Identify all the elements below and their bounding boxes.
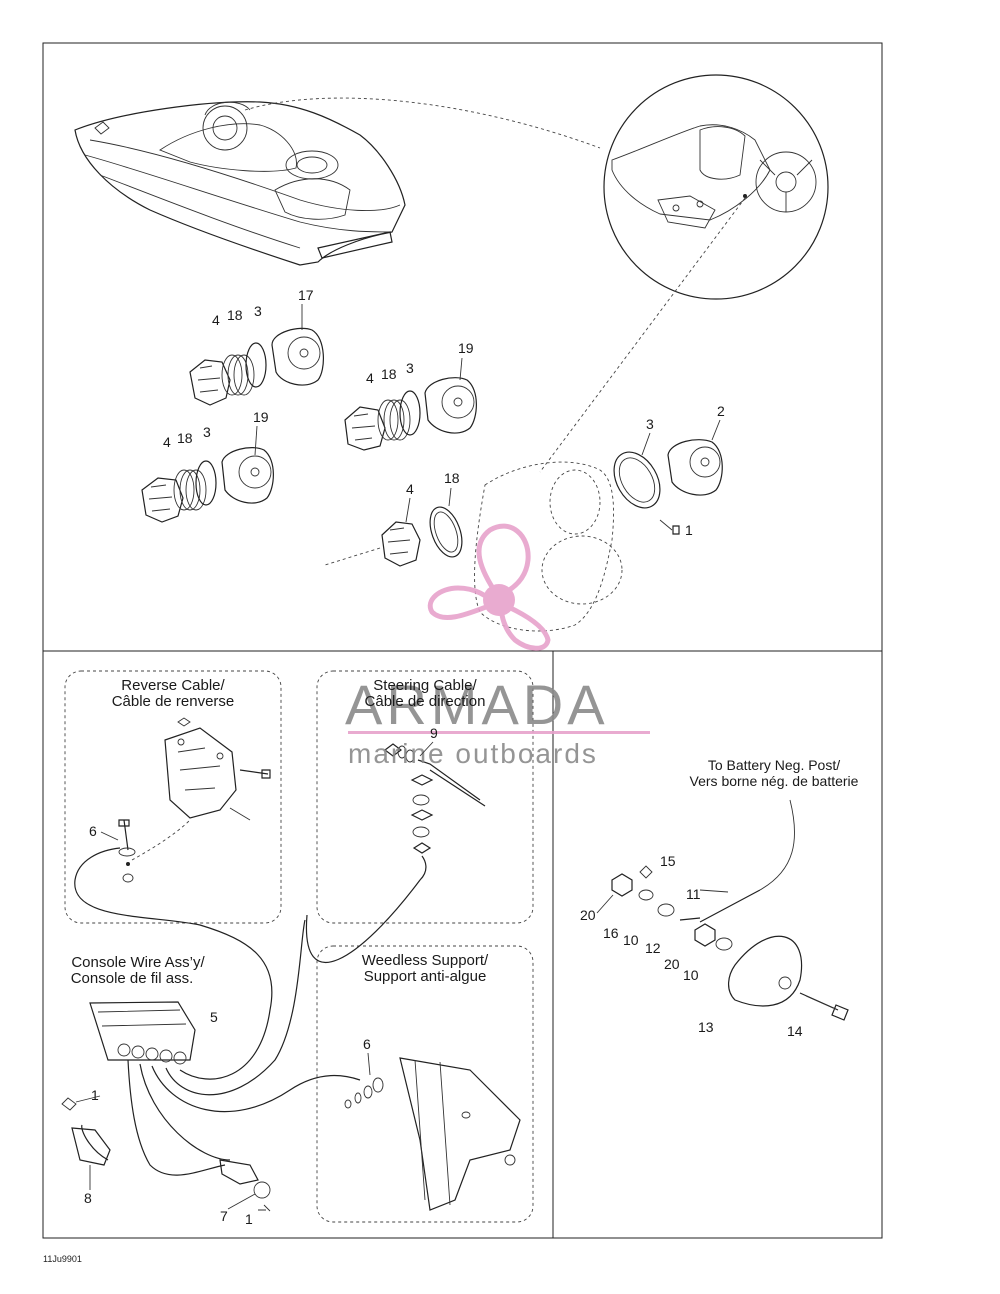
- callout-6: 6: [363, 1036, 371, 1052]
- weedless-support-title-en: Weedless Support/: [362, 952, 489, 969]
- callout-16: 16: [603, 925, 619, 941]
- battery-cable-assembly: [611, 799, 849, 1021]
- weedless-support-title-fr: Support anti-algue: [364, 968, 487, 985]
- callout-1: 1: [245, 1211, 253, 1227]
- callout-20: 20: [580, 907, 596, 923]
- console-wire-title-en: Console Wire Ass’y/: [71, 954, 205, 971]
- console-wire-title-fr: Console de fil ass.: [71, 970, 194, 987]
- callout-1: 1: [91, 1087, 99, 1103]
- callout-4: 4: [163, 434, 171, 450]
- weedless-support-box: [316, 945, 534, 1223]
- callout-4: 4: [212, 312, 220, 328]
- callout-7: 7: [220, 1208, 228, 1224]
- console-detail-circle: [603, 74, 829, 300]
- callout-19: 19: [253, 409, 269, 425]
- reverse-cable-title-en: Reverse Cable/: [121, 677, 225, 694]
- callout-3: 3: [646, 416, 654, 432]
- callout-19: 19: [458, 340, 474, 356]
- callout-9: 9: [430, 725, 438, 741]
- callout-18: 18: [381, 366, 397, 382]
- callout-11: 11: [686, 886, 701, 902]
- gauge-assembly-17: [189, 327, 324, 406]
- propeller-icon: [427, 523, 551, 651]
- panel-leader-line: [539, 197, 746, 473]
- callout-13: 13: [698, 1019, 714, 1035]
- callout-4: 4: [366, 370, 374, 386]
- gauge-assembly-2: [613, 439, 723, 535]
- callout-3: 3: [254, 303, 262, 319]
- callout-20: 20: [664, 956, 680, 972]
- diagram-code: 11Ju9901: [43, 1254, 82, 1264]
- callout-17: 17: [298, 287, 314, 303]
- frame: [42, 42, 883, 1239]
- callout-4: 4: [406, 481, 414, 497]
- gauge-panel: [474, 461, 623, 632]
- steering-cable-title-fr: Câble de direction: [365, 693, 486, 710]
- gauge-assembly-19a: [344, 377, 477, 451]
- propeller-hub: [483, 584, 515, 616]
- steering-cable-box: [316, 670, 534, 924]
- callout-10: 10: [683, 967, 699, 983]
- nut-ring-lower: [381, 506, 463, 567]
- callout-6: 6: [89, 823, 97, 839]
- callout-3: 3: [406, 360, 414, 376]
- battery-title-en: To Battery Neg. Post/: [708, 757, 840, 773]
- gauge-leader-line: [324, 547, 381, 566]
- callout-2: 2: [717, 403, 725, 419]
- callout-5: 5: [210, 1009, 218, 1025]
- callout-leaders: [75, 304, 729, 1210]
- callout-12: 12: [645, 940, 661, 956]
- gauge-assembly-19b: [141, 447, 274, 523]
- boat-drawing: [74, 101, 406, 266]
- reverse-cable-title-fr: Câble de renverse: [112, 693, 235, 710]
- watermark-brand: ARMADA: [345, 673, 609, 736]
- callout-3: 3: [203, 424, 211, 440]
- callout-1: 1: [685, 522, 693, 538]
- armada-watermark: ARMADA marine outboards: [345, 523, 650, 769]
- reverse-cable-box: [64, 670, 282, 924]
- callout-18: 18: [227, 307, 243, 323]
- callout-10: 10: [623, 932, 639, 948]
- battery-title-fr: Vers borne nég. de batterie: [690, 773, 859, 789]
- watermark-tagline: marine outboards: [348, 738, 598, 769]
- watermark-rule: [348, 731, 650, 734]
- steering-cable-title-en: Steering Cable/: [373, 677, 477, 694]
- callout-14: 14: [787, 1023, 803, 1039]
- callout-8: 8: [84, 1190, 92, 1206]
- callout-15: 15: [660, 853, 676, 869]
- detail-leader-arc: [244, 97, 601, 149]
- callout-18: 18: [177, 430, 193, 446]
- console-wire-assembly: [61, 847, 427, 1212]
- callout-18: 18: [444, 470, 460, 486]
